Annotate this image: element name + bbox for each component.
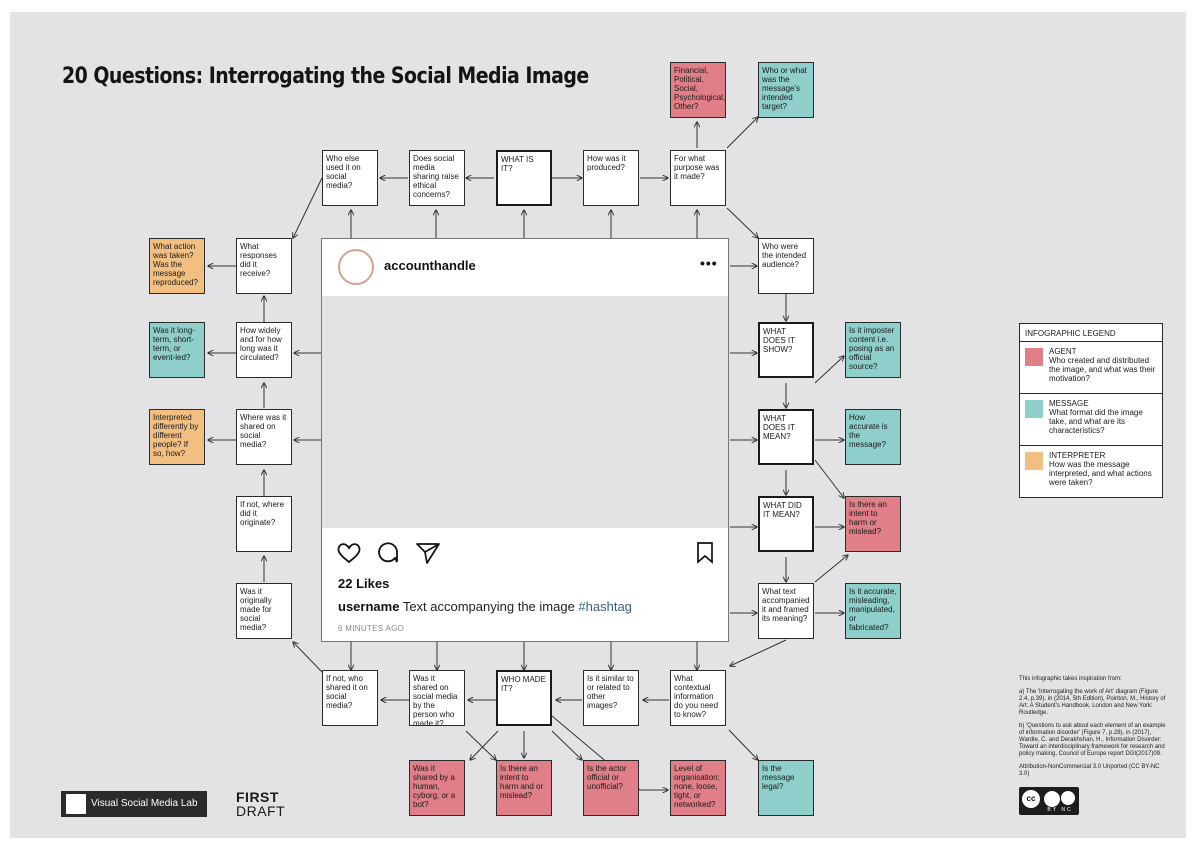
question-ethical-concerns: Does social media sharing raise ethical … [409,150,465,206]
page-title: 20 Questions: Interrogating the Social M… [62,64,589,89]
by-icon [1044,791,1060,807]
legend-message-name: MESSAGE [1049,399,1089,408]
notes-license: Attribution-NonCommercial 3.0 Unported (… [1019,764,1160,777]
question-where-shared: Where was it shared on social media? [236,409,292,465]
question-intent-harm-mislead: Is there an intent to harm and or mislea… [496,760,552,816]
question-message-legal: Is the message legal? [758,760,814,816]
bookmark-icon [697,542,713,564]
question-motivation-type: Financial, Political, Social, Psychologi… [670,62,726,118]
question-intended-audience: Who were the intended audience? [758,238,814,294]
question-who-else-used-it: Who else used it on social media? [322,150,378,206]
question-interpreted-differently: Interpreted differently by different peo… [149,409,205,465]
question-human-cyborg-bot: Was it shared by a human, cyborg, or a b… [409,760,465,816]
share-icon [416,543,440,564]
question-intended-target: Who or what was the message's intended t… [758,62,814,118]
nc-icon [1061,791,1075,805]
legend-agent-name: AGENT [1049,347,1077,356]
first-draft-logo-top: FIRST [236,789,279,805]
source-notes: This infographic takes inspiration from:… [1019,676,1169,784]
post-caption: username Text accompanying the image #ha… [338,599,632,614]
question-made-for-social-media: Was it originally made for social media? [236,583,292,639]
vsml-logo-square [66,794,86,814]
notes-source-b: b) 'Questions to ask about each element … [1019,723,1166,757]
message-swatch [1025,400,1043,418]
question-actor-official: Is the actor official or unofficial? [583,760,639,816]
cc-license-badge: cc BY NC [1019,787,1079,815]
legend-interpreter-name: INTERPRETER [1049,451,1106,460]
notes-intro: This infographic takes inspiration from: [1019,676,1122,682]
caption-text: Text accompanying the image [402,599,575,614]
question-accurate-misleading: Is it accurate, misleading, manipulated,… [845,583,901,639]
caption-hashtag: #hashtag [578,599,632,614]
vsml-logo-text: Visual Social Media Lab [91,798,198,809]
question-how-widely-circulated: How widely and for how long was it circu… [236,322,292,378]
first-draft-logo: FIRST DRAFT [236,790,285,818]
more-options-icon: ••• [700,255,718,271]
question-intent-to-harm: Is there an intent to harm or mislead? [845,496,901,552]
question-what-did-it-mean: WHAT DID IT MEAN? [758,496,814,552]
question-who-shared-it: If not, who shared it on social media? [322,670,378,726]
post-image-placeholder [322,296,728,528]
legend-interpreter-desc: How was the message interpreted, and wha… [1049,460,1152,487]
question-where-originate: If not, where did it originate? [236,496,292,552]
question-how-accurate: How accurate is the message? [845,409,901,465]
question-what-does-it-mean: WHAT DOES IT MEAN? [758,409,814,465]
question-responses-received: What responses did it receive? [236,238,292,294]
heart-icon [337,543,361,564]
question-contextual-info: What contextual information do you need … [670,670,726,726]
avatar [338,249,374,285]
question-action-taken: What action was taken? Was the message r… [149,238,205,294]
account-handle: accounthandle [384,258,476,273]
question-long-short-term: Was it long-term, short-term, or event-l… [149,322,205,378]
first-draft-logo-bottom: DRAFT [236,803,286,819]
notes-source-a: a) The 'Interrogating the work of Art' d… [1019,689,1166,716]
question-level-of-organisation: Level of organisation: none, loose, tigh… [670,760,726,816]
question-shared-by-maker: Was it shared on social media by the per… [409,670,465,726]
legend-agent-desc: Who created and distributed the image, a… [1049,356,1156,383]
question-who-made-it: WHO MADE IT? [496,670,552,726]
interpreter-swatch [1025,452,1043,470]
post-timestamp: 6 MINUTES AGO [338,624,405,633]
legend-message-desc: What format did the image take, and what… [1049,408,1143,435]
question-what-is-it: WHAT IS IT? [496,150,552,206]
social-post-mockup: accounthandle ••• 22 Likes username Text… [321,238,729,642]
vsml-logo: Visual Social Media Lab [61,791,207,817]
question-similar-images: Is it similar to or related to other ima… [583,670,639,726]
likes-count: 22 Likes [338,576,390,591]
question-imposter-content: Is it imposter content i.e. posing as an… [845,322,901,378]
caption-username: username [338,599,400,614]
comment-icon [378,542,398,563]
agent-swatch [1025,348,1043,366]
cc-icon: cc [1022,790,1040,808]
question-purpose: For what purpose was it made? [670,150,726,206]
question-what-does-it-show: WHAT DOES IT SHOW? [758,322,814,378]
legend-title: INFOGRAPHIC LEGEND [1025,329,1116,338]
question-how-produced: How was it produced? [583,150,639,206]
question-accompanying-text: What text accompanied it and framed its … [758,583,814,639]
cc-badge-label: BY NC [1047,807,1073,813]
